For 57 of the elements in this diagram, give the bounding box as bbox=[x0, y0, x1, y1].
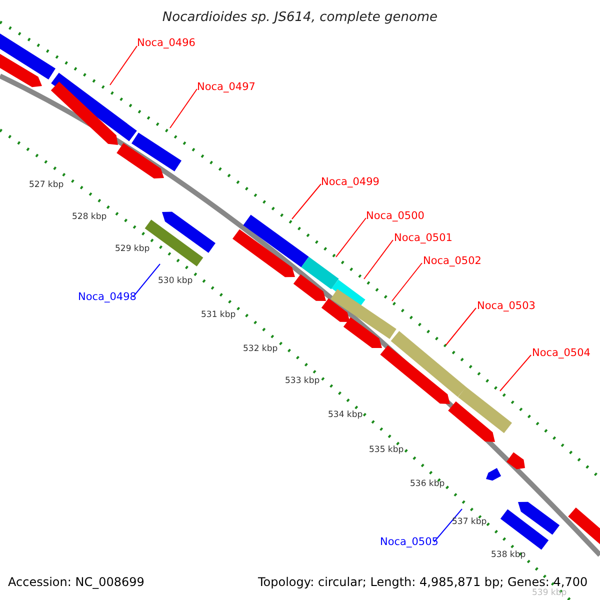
gene-feature bbox=[506, 452, 525, 470]
gene-feature bbox=[243, 214, 309, 268]
tick-label: 536 kbp bbox=[410, 480, 445, 488]
gene-feature bbox=[0, 52, 42, 88]
tick-label: 531 kbp bbox=[201, 311, 236, 320]
leader-line bbox=[392, 262, 422, 302]
gene-feature bbox=[518, 502, 560, 535]
leader-line bbox=[110, 46, 138, 86]
tick-label: 534 kbp bbox=[328, 411, 363, 420]
gene-feature bbox=[500, 509, 549, 550]
tick-label: 527 kbp bbox=[29, 181, 64, 190]
leader-line bbox=[434, 508, 462, 542]
gene-feature bbox=[343, 317, 382, 348]
gene-feature bbox=[301, 256, 339, 290]
gene-label: Noca_0500 bbox=[366, 211, 424, 222]
tick-label: 535 kbp bbox=[369, 446, 404, 454]
footer-text: Accession: NC_008699 bbox=[8, 576, 144, 588]
footer-text: Topology: circular; Length: 4,985,871 bp; Genes: 4,700 bbox=[258, 576, 588, 588]
leader-line bbox=[132, 264, 160, 298]
leader-line bbox=[500, 354, 532, 392]
gene-label: Noca_0499 bbox=[321, 177, 380, 188]
tick-label: 530 kbp bbox=[158, 277, 193, 286]
tick-label: 537 kbp bbox=[452, 518, 487, 526]
gene-label: Noca_0498 bbox=[78, 292, 136, 302]
gene-feature bbox=[486, 468, 502, 481]
gene-feature bbox=[293, 274, 326, 301]
gene-feature bbox=[448, 401, 495, 442]
gene-feature bbox=[132, 132, 182, 172]
gene-feature bbox=[0, 32, 56, 80]
leader-line bbox=[336, 218, 366, 258]
tick-label: 539 kbp bbox=[532, 589, 567, 598]
gene-label: Noca_0504 bbox=[532, 348, 590, 358]
gene-feature bbox=[458, 386, 512, 434]
leader-line bbox=[170, 88, 198, 128]
tick-label: 538 kbp bbox=[491, 551, 526, 560]
tick-label: 529 kbp bbox=[115, 245, 150, 254]
tick-label: 533 kbp bbox=[285, 377, 320, 386]
gene-label: Noca_0502 bbox=[423, 256, 482, 266]
tick-label: 532 kbp bbox=[243, 345, 278, 354]
leader-line bbox=[446, 308, 476, 346]
gene-label: Noca_0503 bbox=[477, 301, 536, 312]
gene-feature bbox=[380, 345, 450, 404]
gene-label: Noca_0505 bbox=[380, 537, 438, 548]
gene-feature bbox=[330, 289, 396, 339]
leader-line bbox=[364, 240, 394, 280]
title: Nocardioides sp. JS614, complete genome bbox=[161, 11, 439, 24]
gene-label: Noca_0496 bbox=[137, 38, 196, 48]
tick-label: 528 kbp bbox=[72, 213, 107, 222]
gene-label: Noca_0501 bbox=[394, 233, 452, 244]
leader-line bbox=[292, 184, 322, 220]
gene-label: Noca_0497 bbox=[197, 82, 256, 92]
gene-feature bbox=[162, 212, 216, 253]
gene-feature bbox=[321, 298, 350, 322]
gene-feature bbox=[50, 82, 118, 145]
gene-feature bbox=[390, 331, 466, 397]
gene-feature bbox=[116, 143, 164, 178]
gene-feature bbox=[232, 229, 295, 278]
